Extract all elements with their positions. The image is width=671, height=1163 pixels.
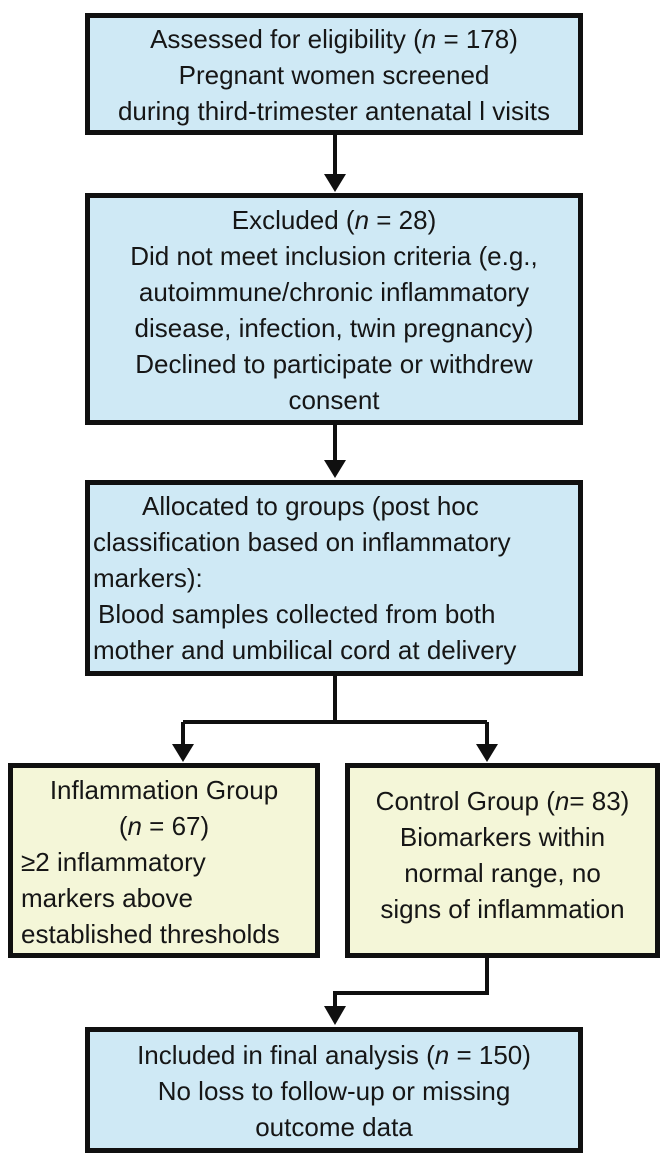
flow-box-line: mother and umbilical cord at delivery bbox=[93, 635, 517, 665]
flow-box-control-group: Control Group (n= 83) Biomarkers within … bbox=[345, 763, 660, 958]
flow-box-inflammation-group: Inflammation Group (n = 67) ≥2 inflammat… bbox=[8, 763, 320, 958]
flow-box-allocated: Allocated to groups (post hoc classifica… bbox=[85, 480, 583, 676]
flow-box-line: established thresholds bbox=[21, 919, 280, 949]
flow-box-line: markers): bbox=[93, 563, 203, 593]
flow-box-line: (n = 67) bbox=[118, 811, 210, 841]
flow-box-line: No loss to follow-up or missing bbox=[157, 1076, 511, 1106]
flow-box-excluded: Excluded (n = 28) Did not meet inclusion… bbox=[85, 193, 583, 425]
flow-box-line: Included in final analysis (n = 150) bbox=[137, 1040, 531, 1070]
flow-box-line: consent bbox=[288, 385, 380, 415]
arrow-eligibility-to-excluded bbox=[324, 135, 346, 192]
arrow-control-to-final bbox=[324, 958, 489, 1025]
flow-box-line: Did not meet inclusion criteria (e.g., bbox=[130, 241, 538, 271]
flow-box-line: ≥2 inflammatory bbox=[21, 847, 206, 877]
arrow-allocated-branch bbox=[172, 676, 498, 762]
arrow-excluded-to-allocated bbox=[324, 425, 346, 478]
flow-box-line: Declined to participate or withdrew bbox=[135, 349, 533, 379]
flow-box-eligibility: Assessed for eligibility (n = 178) Pregn… bbox=[85, 13, 583, 135]
flow-box-line: outcome data bbox=[255, 1112, 413, 1142]
flow-box-line: Biomarkers within bbox=[399, 822, 606, 852]
flow-box-line: Inflammation Group bbox=[49, 775, 279, 805]
flow-box-line: during third-trimester antenatal l visit… bbox=[117, 96, 551, 126]
flow-box-line: Excluded (n = 28) bbox=[231, 205, 437, 235]
flow-box-final-analysis: Included in final analysis (n = 150) No … bbox=[85, 1027, 583, 1153]
flow-box-line: autoimmune/chronic inflammatory bbox=[138, 277, 530, 307]
flow-box-line: classification based on inflammatory bbox=[93, 527, 511, 557]
flow-box-line: signs of inflammation bbox=[380, 894, 625, 924]
flow-box-line: markers above bbox=[21, 883, 193, 913]
flow-box-line: normal range, no bbox=[404, 858, 601, 888]
flow-box-line: Control Group (n= 83) bbox=[375, 786, 630, 816]
flow-box-line: Pregnant women screened bbox=[178, 60, 490, 90]
flow-box-line: Assessed for eligibility (n = 178) bbox=[150, 24, 518, 54]
flow-box-line: disease, infection, twin pregnancy) bbox=[134, 313, 534, 343]
flow-box-line: Blood samples collected from both bbox=[98, 599, 496, 629]
flow-box-line: Allocated to groups (post hoc bbox=[142, 491, 479, 521]
